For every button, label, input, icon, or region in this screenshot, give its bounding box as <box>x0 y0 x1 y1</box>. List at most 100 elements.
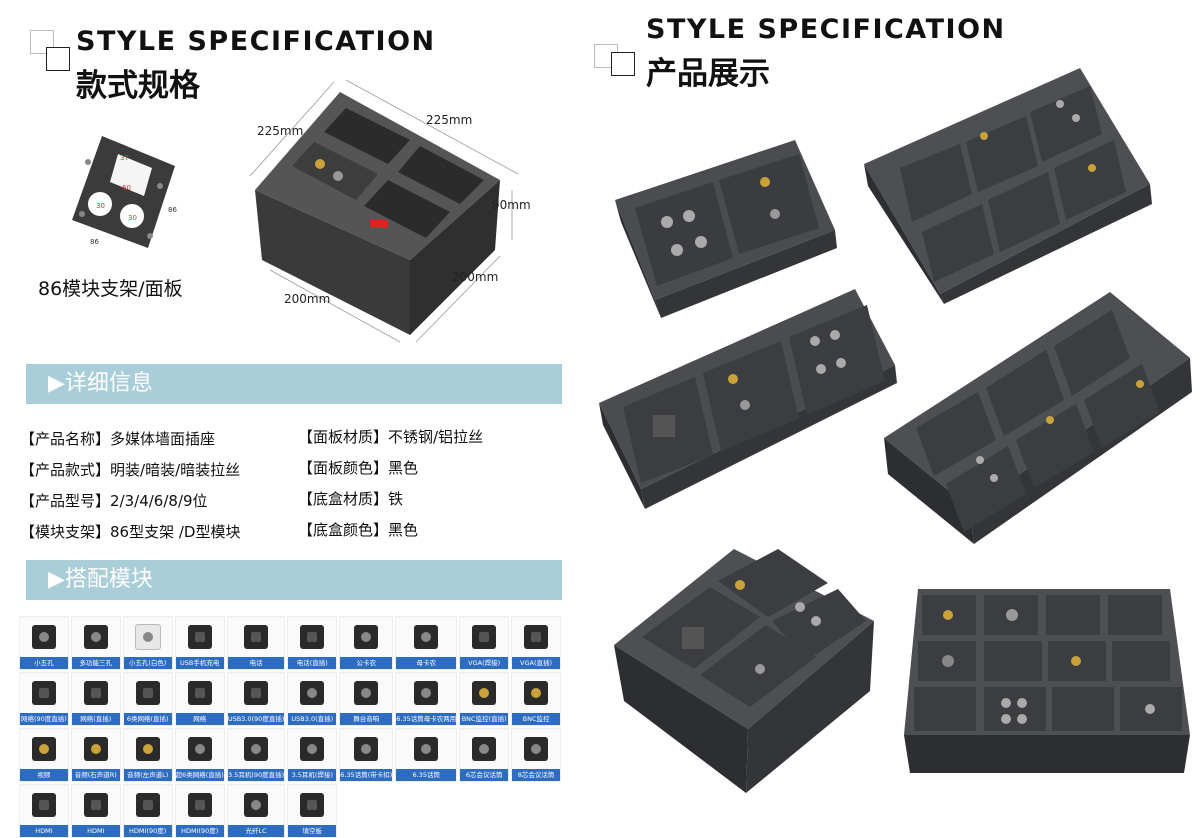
module-card: USB3.0(直插) <box>287 672 338 726</box>
module-label: 3.5耳机(90度直插) <box>227 769 285 781</box>
module-card: 6.35话筒 <box>395 728 458 782</box>
spec-row: 【面板材质】不锈钢/铝拉丝 <box>298 428 484 446</box>
module-card: 光纤LC <box>226 784 286 838</box>
module-icon <box>31 681 56 705</box>
module-image <box>288 729 336 769</box>
module-icon <box>472 737 497 761</box>
module-icon <box>83 793 108 817</box>
module-label: 母卡农 <box>396 657 457 669</box>
product-photo-12pos <box>904 589 1190 773</box>
module-label: HDMI <box>71 825 120 837</box>
module-label: 音频(石声道R) <box>71 769 120 781</box>
spec-row: 【产品型号】2/3/4/6/8/9位 <box>20 492 208 510</box>
dim-top-right: 225mm <box>426 113 473 127</box>
module-card: 3.5耳机(焊接) <box>287 728 338 782</box>
module-label: 3.5耳机(焊接) <box>288 769 337 781</box>
module-icon <box>187 793 212 817</box>
module-icon <box>187 737 212 761</box>
module-card: HDMI(90度) <box>122 784 173 838</box>
plate-dim: 30 <box>128 214 137 222</box>
module-card: 音频(石声道R) <box>70 728 121 782</box>
module-label: USB3.0(90度直插) <box>227 713 285 725</box>
module-icon <box>135 737 160 761</box>
module-image <box>20 617 68 657</box>
plate-dim: 86 <box>90 238 99 246</box>
module-label: 小五孔(白色) <box>123 657 172 669</box>
module-image <box>176 785 224 825</box>
module-card: 视频 <box>19 728 69 782</box>
module-label: 6.35话筒(带卡扣) <box>340 769 393 781</box>
module-image <box>340 673 392 713</box>
module-card: HDMI <box>19 784 69 838</box>
module-card: 公卡农 <box>339 616 394 670</box>
product-photo-3pos <box>599 289 897 509</box>
module-card: 网络 <box>174 672 225 726</box>
module-icon <box>414 625 439 649</box>
module-label: HDMI(90度) <box>175 825 224 837</box>
module-image <box>512 617 560 657</box>
module-label: BNC监控 <box>512 713 560 725</box>
module-card: BNC监控(直插) <box>459 672 510 726</box>
bracket-caption: 86模块支架/面板 <box>38 278 183 300</box>
module-label: 多功能三孔 <box>71 657 120 669</box>
module-label: VGA(焊接) <box>460 657 509 669</box>
module-card: HDMI(90度) <box>174 784 225 838</box>
left-title-cn: 款式规格 <box>76 68 200 104</box>
module-card: 舞台音响 <box>339 672 394 726</box>
module-label: 6.35话筒 <box>396 769 457 781</box>
spec-row: 【底盒材质】铁 <box>298 490 404 508</box>
module-label: 电话(直插) <box>288 657 337 669</box>
module-image <box>176 617 224 657</box>
module-label: 超6类网络(直插) <box>175 769 224 781</box>
right-title-en: STYLE SPECIFICATION <box>646 14 1006 45</box>
header-deco-box <box>611 52 635 76</box>
module-card: 超6类网络(直插) <box>174 728 225 782</box>
box-dimension-image <box>250 80 519 343</box>
module-label: VGA(直插) <box>512 657 560 669</box>
module-label: 6类网络(直插) <box>123 713 172 725</box>
plate-dim: 30 <box>96 202 105 210</box>
modules-band: ▶搭配模块 <box>26 560 562 600</box>
module-card: 多功能三孔 <box>70 616 121 670</box>
plate-dim: 86 <box>168 206 177 214</box>
module-image <box>228 673 285 713</box>
module-card: 8芯会议话筒 <box>511 728 561 782</box>
module-card: 3.5耳机(90度直插) <box>226 728 286 782</box>
module-icon <box>524 737 549 761</box>
module-label: USB手机充电 <box>175 657 224 669</box>
module-image <box>228 729 285 769</box>
module-image <box>72 729 120 769</box>
module-label: HDMI <box>20 825 68 837</box>
product-photo-6pos <box>864 68 1152 304</box>
module-label: 音频(左声道L) <box>123 769 172 781</box>
module-icon <box>31 793 56 817</box>
module-label: 舞台音响 <box>340 713 393 725</box>
module-label: 6芯会议话筒 <box>460 769 509 781</box>
module-icon <box>135 681 160 705</box>
module-card: BNC监控 <box>511 672 561 726</box>
module-label: USB3.0(直插) <box>288 713 337 725</box>
module-card: 6.35话筒母卡农两用 <box>395 672 458 726</box>
module-card: 填空板 <box>287 784 338 838</box>
module-card: VGA(焊接) <box>459 616 510 670</box>
module-image <box>396 673 456 713</box>
module-label: 填空板 <box>288 825 337 837</box>
module-icon <box>472 625 497 649</box>
module-image <box>20 729 68 769</box>
module-image <box>124 729 172 769</box>
module-image <box>460 729 508 769</box>
module-image <box>176 673 224 713</box>
spec-row: 【模块支架】86型支架 /D型模块 <box>20 523 241 541</box>
spec-row: 【产品名称】多媒体墙面插座 <box>20 430 216 448</box>
module-icon <box>83 737 108 761</box>
module-image <box>512 729 560 769</box>
module-image <box>124 617 172 657</box>
module-icon <box>524 681 549 705</box>
module-card: USB3.0(90度直插) <box>226 672 286 726</box>
dim-bottom-right: 200mm <box>452 270 499 284</box>
product-photo-6pos-b <box>884 292 1192 544</box>
module-icon <box>135 793 160 817</box>
spec-row: 【底盒颜色】黑色 <box>298 521 419 539</box>
module-icon <box>134 624 161 650</box>
module-icon <box>244 793 269 817</box>
